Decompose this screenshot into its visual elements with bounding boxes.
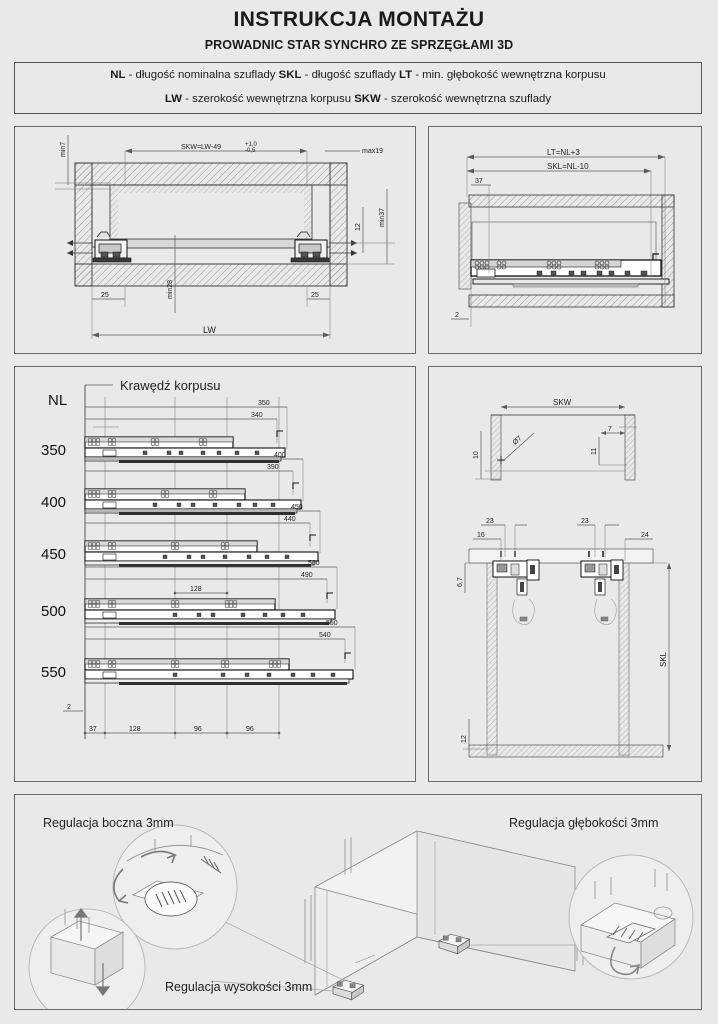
legend-desc-lt: - min. głębokość wewnętrzna korpusu: [412, 69, 606, 81]
diagram-slide-length-table: Krawędź korpusu NL 350 350 340: [14, 366, 416, 782]
dim-skl-vertical: SKL: [659, 651, 668, 667]
legend-line-1: NL - długość nominalna szuflady SKL - dł…: [15, 63, 701, 87]
label-cabinet-edge: Krawędź korpusu: [120, 378, 220, 393]
label-depth-adjustment: Regulacja głębokości 3mm: [509, 816, 658, 830]
dim-500-outer: 500: [308, 560, 320, 567]
dim-25-left: 25: [101, 292, 109, 299]
label-side-adjustment: Regulacja boczna 3mm: [43, 816, 174, 830]
dim-offset-2: 2: [67, 704, 71, 711]
dim-max19: max19: [362, 148, 383, 155]
legend-desc-skw: - szerokość wewnętrzna szuflady: [380, 93, 552, 105]
dim-bottom-37: 37: [89, 726, 97, 733]
dim-min7: min7: [60, 142, 67, 157]
legend-term-lt: LT: [398, 69, 413, 81]
dim-350-outer: 350: [258, 400, 270, 407]
dim-550-outer: 550: [326, 620, 338, 627]
dim-400-outer: 400: [274, 452, 286, 459]
legend-term-skl: SKL: [278, 69, 302, 81]
legend-term-lw: LW: [164, 93, 182, 105]
dim-24: 24: [641, 532, 649, 539]
legend-desc-skl: - długość szuflady: [301, 69, 399, 81]
axis-label-nl: NL: [48, 392, 67, 409]
legend-term-skw: SKW: [354, 93, 381, 105]
dim-hole-diameter: Ø7: [512, 435, 524, 446]
dim-skw-front: SKW: [553, 398, 572, 407]
row-label-400: 400: [41, 494, 66, 511]
diagram-cabinet-side-section: LT=NL+3 SKL=NL-10 37 2: [428, 126, 702, 354]
dim-12-bottom: 12: [461, 735, 468, 743]
detail-bubble-side-adjustment: [112, 824, 238, 950]
dim-skw-tol-upper: +1,0: [245, 142, 258, 148]
diagram-drilling-details: SKW 10 Ø7 11 7: [428, 366, 702, 782]
dim-67: 6,7: [457, 577, 464, 587]
table-row-350: 350 350 340: [41, 400, 288, 463]
dim-bottom-96-a: 96: [194, 726, 202, 733]
detail-bubble-depth-adjustment: [568, 854, 694, 980]
dim-min37: min37: [379, 208, 386, 227]
dim-10: 10: [473, 451, 480, 459]
legend-term-nl: NL: [110, 69, 126, 81]
table-row-550: 550 550 540: [41, 620, 356, 685]
dim-450-inner: 440: [284, 516, 296, 523]
dim-skl: SKL=NL-10: [547, 162, 589, 171]
row-label-350: 350: [41, 442, 66, 459]
legend-desc-nl: - długość nominalna szuflady: [125, 69, 279, 81]
dim-400-inner: 390: [267, 464, 279, 471]
dim-16: 16: [477, 532, 485, 539]
dim-128-inner: 128: [190, 586, 202, 593]
dim-37: 37: [475, 178, 483, 185]
dim-bottom-128: 128: [129, 726, 141, 733]
legend-desc-lw: - szerokość wewnętrzna korpusu: [182, 93, 355, 105]
dim-450-outer: 450: [291, 504, 303, 511]
dim-550-inner: 540: [319, 632, 331, 639]
dim-25-right: 25: [311, 292, 319, 299]
table-row-500: 500 500 490 128: [41, 560, 338, 625]
diagram-3d-adjustments: Regulacja boczna 3mm Regulacja głębokośc…: [14, 794, 702, 1010]
dim-350-inner: 340: [251, 412, 263, 419]
table-row-450: 450 450 440: [41, 504, 321, 567]
dim-12: 12: [355, 223, 362, 231]
row-label-550: 550: [41, 664, 66, 681]
dim-500-inner: 490: [301, 572, 313, 579]
dim-skw: SKW=LW-49: [181, 144, 221, 151]
dim-11: 11: [591, 448, 598, 455]
dim-23-right: 23: [581, 518, 589, 525]
dim-lw: LW: [203, 325, 216, 335]
row-label-450: 450: [41, 546, 66, 563]
dim-2: 2: [455, 312, 459, 319]
diagram-cabinet-cross-section: SKW=LW-49 +1,0 -0,5 max19 min7 12 min37: [14, 126, 416, 354]
legend-box: NL - długość nominalna szuflady SKL - dł…: [14, 62, 702, 114]
label-height-adjustment: Regulacja wysokości 3mm: [165, 980, 312, 994]
dim-lt: LT=NL+3: [547, 148, 580, 157]
dim-23-left: 23: [486, 518, 494, 525]
detail-bubble-height-adjustment: [28, 908, 146, 1009]
row-label-500: 500: [41, 603, 66, 620]
dim-min28: min28: [167, 280, 174, 299]
dim-skw-tol-lower: -0,5: [245, 148, 256, 154]
legend-line-2: LW - szerokość wewnętrzna korpusu SKW - …: [15, 87, 701, 111]
page-subtitle: PROWADNIC STAR SYNCHRO ZE SPRZĘGŁAMI 3D: [204, 38, 514, 52]
dim-7: 7: [608, 426, 612, 433]
page-title: INSTRUKCJA MONTAŻU: [233, 8, 485, 31]
dim-bottom-96-b: 96: [246, 726, 254, 733]
